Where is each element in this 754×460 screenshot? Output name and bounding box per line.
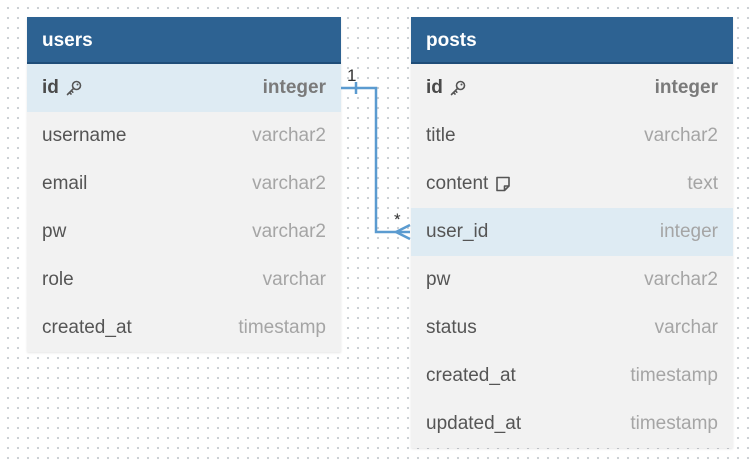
users-field-email[interactable]: email varchar2: [27, 160, 341, 208]
posts-field-content[interactable]: content text: [411, 160, 733, 208]
field-type: timestamp: [630, 413, 718, 434]
relation-line[interactable]: [341, 86, 410, 234]
field-name: created_at: [426, 365, 516, 386]
field-name: status: [426, 317, 477, 338]
field-name: email: [42, 173, 88, 194]
field-type: varchar2: [252, 125, 326, 146]
field-type: text: [687, 173, 718, 194]
key-icon: [449, 79, 467, 97]
field-name: id: [426, 77, 443, 98]
posts-field-title[interactable]: title varchar2: [411, 112, 733, 160]
field-type: integer: [654, 77, 718, 98]
field-name: updated_at: [426, 413, 522, 434]
field-type: varchar: [654, 317, 718, 338]
posts-field-updated-at[interactable]: updated_at timestamp: [411, 400, 733, 448]
field-type: integer: [262, 77, 326, 98]
field-name: username: [42, 125, 127, 146]
users-field-id[interactable]: id integer: [27, 64, 341, 112]
field-type: integer: [659, 221, 718, 242]
posts-field-created-at[interactable]: created_at timestamp: [411, 352, 733, 400]
field-type: varchar2: [644, 125, 718, 146]
field-type: varchar2: [252, 173, 326, 194]
posts-table[interactable]: posts id integer title varchar2 content: [411, 17, 733, 448]
users-field-pw[interactable]: pw varchar2: [27, 208, 341, 256]
to-cardinality-label: *: [394, 210, 401, 229]
posts-field-status[interactable]: status varchar: [411, 304, 733, 352]
users-field-username[interactable]: username varchar2: [27, 112, 341, 160]
field-type: varchar2: [644, 269, 718, 290]
note-icon[interactable]: [494, 175, 512, 193]
posts-field-user-id[interactable]: user_id integer: [411, 208, 733, 256]
field-name: role: [42, 269, 74, 290]
from-cardinality-label: 1: [347, 66, 356, 85]
users-table[interactable]: users id integer username varchar2 email…: [27, 17, 341, 352]
users-field-role[interactable]: role varchar: [27, 256, 341, 304]
field-name: pw: [426, 269, 451, 290]
users-field-created-at[interactable]: created_at timestamp: [27, 304, 341, 352]
users-table-header[interactable]: users: [27, 17, 341, 64]
field-name: user_id: [426, 221, 489, 242]
field-type: varchar: [262, 269, 326, 290]
field-name: created_at: [42, 317, 132, 338]
many-marker: [395, 223, 411, 241]
field-name: id: [42, 77, 59, 98]
field-name: title: [426, 125, 456, 146]
posts-field-pw[interactable]: pw varchar2: [411, 256, 733, 304]
posts-field-id[interactable]: id integer: [411, 64, 733, 112]
field-type: timestamp: [630, 365, 718, 386]
posts-table-header[interactable]: posts: [411, 17, 733, 64]
field-type: timestamp: [238, 317, 326, 338]
field-type: varchar2: [252, 221, 326, 242]
key-icon: [65, 79, 83, 97]
field-name: pw: [42, 221, 67, 242]
field-name: content: [426, 173, 489, 194]
